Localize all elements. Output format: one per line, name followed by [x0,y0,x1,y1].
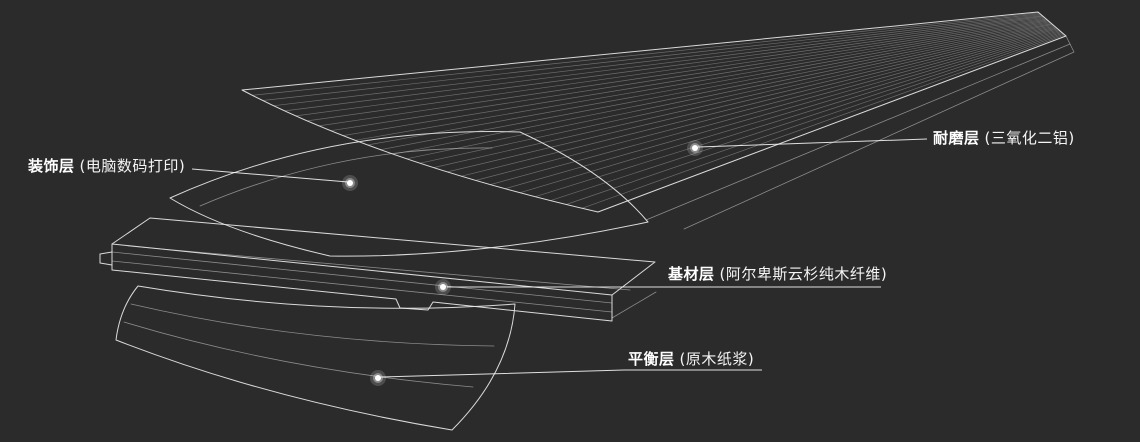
hatch-line [342,19,1048,136]
label-balance-layer: 平衡层(原木纸浆) [628,350,754,368]
plank-front-face [111,243,613,322]
hatch-line [447,26,1056,173]
wear-panel-stacked-edge [645,35,1071,221]
wear-panel-stacked-edge [683,43,1075,230]
hatch-line [550,32,1064,201]
base-layer-detail: (阿尔卑斯云杉纯木纤维) [719,265,888,283]
decor-layer-detail: (电脑数码打印) [79,157,186,175]
label-decor-layer: 装饰层(电脑数码打印) [28,157,185,175]
balance-sheet-line [123,321,474,388]
hatch-line [367,21,1050,146]
plank-tongue-profile [99,251,113,266]
wear-layer-name: 耐磨层 [933,129,980,147]
hatch-line [565,33,1065,205]
hatch-line [519,31,1061,194]
plank-lamination-line [111,260,613,313]
hatch-line [419,24,1054,164]
leader-wear [697,138,928,148]
decor-layer-art [169,131,649,257]
leader-lines [191,138,928,378]
decor-sheet-outline [169,131,649,257]
wear-layer-art [241,11,1075,230]
plank-lamination-line [111,251,613,304]
hatch-line [307,16,1045,122]
hatch-line [535,32,1063,198]
hatch-line [330,18,1047,132]
callout-dot-base [435,279,451,295]
plank-end-taper [611,291,657,319]
balance-sheet-line [130,303,495,347]
decor-sheet-fold-line [199,147,493,207]
hatch-line [380,22,1051,151]
hatch-line [581,34,1066,209]
hatch-line [355,20,1049,141]
balance-sheet-outline [115,285,516,431]
hatch-line [318,17,1046,127]
plank-top-inner-line [127,245,631,291]
hatch-line [490,29,1059,185]
wear-panel-outline [241,11,1067,213]
callout-dots [342,140,703,386]
plank-top-face [111,217,656,296]
hatch-line [475,28,1058,181]
callout-dot-wear [687,140,703,156]
balance-layer-detail: (原木纸浆) [679,350,755,368]
hatch-line [461,27,1057,177]
hatch-line [406,24,1053,160]
wear-layer-detail: (三氧化二铝) [984,129,1075,147]
hatch-pattern [252,12,1066,209]
label-base-layer: 基材层(阿尔卑斯云杉纯木纤维) [668,265,887,283]
callout-dot-decor [342,175,358,191]
hatch-line [393,23,1052,155]
hatch-line [273,14,1042,107]
balance-layer-name: 平衡层 [628,350,675,368]
hatch-line [433,25,1055,168]
base-layer-art [99,217,657,322]
leader-balance [380,369,762,378]
balance-layer-art [115,285,516,431]
callout-dot-balance [370,370,386,386]
hatch-line [284,15,1043,112]
base-layer-name: 基材层 [668,265,715,283]
hatch-line [505,30,1060,190]
hatch-line [252,12,1040,96]
decor-layer-name: 装饰层 [28,157,75,175]
hatch-line [295,16,1044,117]
leader-decor [191,168,349,183]
label-wear-layer: 耐磨层(三氧化二铝) [933,129,1075,147]
hatch-line [262,13,1041,101]
